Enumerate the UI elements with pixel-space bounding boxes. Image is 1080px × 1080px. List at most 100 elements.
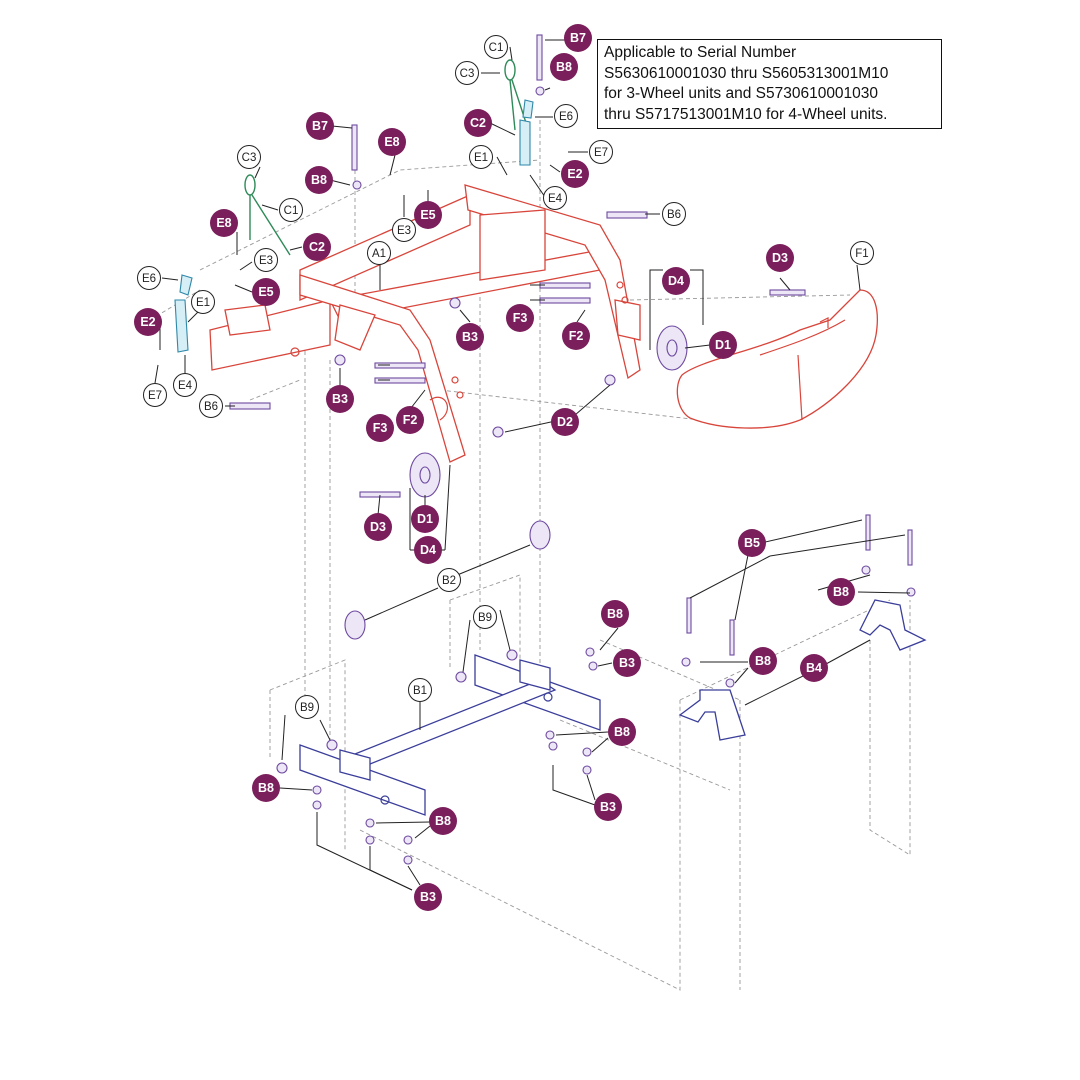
- callout-c1: C1: [279, 198, 303, 222]
- callout-b1: B1: [408, 678, 432, 702]
- svg-text:B3: B3: [332, 392, 348, 406]
- callout-e8: E8: [210, 209, 238, 237]
- svg-text:B6: B6: [204, 401, 218, 413]
- note-line: Applicable to Serial Number: [604, 44, 797, 61]
- callout-d3: D3: [766, 244, 794, 272]
- callout-b5: B5: [738, 529, 766, 557]
- callout-b8: B8: [601, 600, 629, 628]
- svg-text:C1: C1: [284, 205, 299, 217]
- svg-text:E1: E1: [474, 152, 488, 164]
- note-line: thru S5717513001M10 for 4-Wheel units.: [604, 105, 888, 123]
- svg-text:B8: B8: [556, 60, 572, 74]
- callout-e7: E7: [143, 383, 167, 407]
- callout-f1: F1: [850, 241, 874, 265]
- callout-b8: B8: [429, 807, 457, 835]
- callout-b8: B8: [827, 578, 855, 606]
- callout-e5: E5: [252, 278, 280, 306]
- callout-f2: F2: [562, 322, 590, 350]
- callout-b8: B8: [252, 774, 280, 802]
- callout-e8: E8: [378, 128, 406, 156]
- callout-e4: E4: [543, 186, 567, 210]
- hardware-parts: [229, 34, 916, 865]
- svg-text:E5: E5: [420, 208, 435, 222]
- callout-b3: B3: [613, 649, 641, 677]
- svg-text:F2: F2: [569, 329, 584, 343]
- callout-d1: D1: [709, 331, 737, 359]
- svg-text:B8: B8: [435, 814, 451, 828]
- callout-b6: B6: [662, 202, 686, 226]
- svg-text:D4: D4: [668, 274, 684, 288]
- callout-b8: B8: [550, 53, 578, 81]
- callout-e1: E1: [469, 145, 493, 169]
- svg-text:B8: B8: [311, 173, 327, 187]
- main-frame-a1: [209, 184, 641, 463]
- dark-callouts: B7 B8 C2 E2 B7 B8 E8 E5 E8 C2 E5 E2 D3 D…: [134, 24, 855, 911]
- svg-text:F3: F3: [513, 311, 528, 325]
- svg-text:E1: E1: [196, 297, 210, 309]
- svg-text:D2: D2: [557, 415, 573, 429]
- svg-text:E2: E2: [567, 167, 582, 181]
- svg-text:E5: E5: [258, 285, 273, 299]
- svg-text:E6: E6: [142, 273, 156, 285]
- mounting-brackets-b4: [678, 599, 927, 741]
- svg-text:E7: E7: [594, 147, 608, 159]
- svg-text:D3: D3: [772, 251, 788, 265]
- callout-b8: B8: [749, 647, 777, 675]
- callout-d3: D3: [364, 513, 392, 541]
- callout-f2: F2: [396, 406, 424, 434]
- svg-text:B9: B9: [300, 702, 314, 714]
- svg-text:A1: A1: [372, 248, 386, 260]
- light-callouts: C1 C3 E6 E1 E7 E4 B6 C3 C1 E3 A1 E3 E6 E…: [137, 35, 874, 719]
- svg-text:E7: E7: [148, 390, 162, 402]
- svg-text:E3: E3: [259, 255, 273, 267]
- callout-b9: B9: [295, 695, 319, 719]
- svg-text:B7: B7: [570, 31, 586, 45]
- callout-e6: E6: [554, 104, 578, 128]
- callout-e3: E3: [254, 248, 278, 272]
- callout-e7: E7: [589, 140, 613, 164]
- callout-d2: D2: [551, 408, 579, 436]
- callout-b3: B3: [414, 883, 442, 911]
- callout-e5: E5: [414, 201, 442, 229]
- svg-text:D1: D1: [417, 512, 433, 526]
- callout-e1: E1: [191, 290, 215, 314]
- svg-text:D4: D4: [420, 543, 436, 557]
- svg-text:C3: C3: [242, 152, 257, 164]
- callout-e4: E4: [173, 373, 197, 397]
- svg-text:C3: C3: [460, 68, 475, 80]
- svg-text:C1: C1: [489, 42, 504, 54]
- svg-text:B3: B3: [462, 330, 478, 344]
- callout-b2: B2: [437, 568, 461, 592]
- svg-text:E4: E4: [178, 380, 193, 392]
- callout-e2: E2: [561, 160, 589, 188]
- callout-b8: B8: [608, 718, 636, 746]
- svg-text:B2: B2: [442, 575, 456, 587]
- callout-d4: D4: [414, 536, 442, 564]
- svg-text:E2: E2: [140, 315, 155, 329]
- callout-b9: B9: [473, 605, 497, 629]
- svg-text:E8: E8: [384, 135, 399, 149]
- svg-text:B1: B1: [413, 685, 427, 697]
- assembly-guide-lines: [149, 120, 911, 991]
- callout-e6: E6: [137, 266, 161, 290]
- callout-e3: E3: [392, 218, 416, 242]
- svg-text:B3: B3: [420, 890, 436, 904]
- svg-text:F3: F3: [373, 421, 388, 435]
- svg-text:D1: D1: [715, 338, 731, 352]
- callout-c2: C2: [303, 233, 331, 261]
- svg-text:B6: B6: [667, 209, 681, 221]
- svg-text:E8: E8: [216, 216, 231, 230]
- svg-text:B4: B4: [806, 661, 822, 675]
- svg-text:B3: B3: [619, 656, 635, 670]
- svg-text:B8: B8: [614, 725, 630, 739]
- clip-pins-c1-c3: [244, 59, 531, 256]
- callout-e2: E2: [134, 308, 162, 336]
- svg-text:B3: B3: [600, 800, 616, 814]
- svg-text:C2: C2: [470, 116, 486, 130]
- callout-b7: B7: [564, 24, 592, 52]
- svg-text:D3: D3: [370, 520, 386, 534]
- callout-c3: C3: [455, 61, 479, 85]
- note-line: for 3-Wheel units and S5730610001030: [604, 85, 879, 102]
- svg-text:F1: F1: [855, 248, 868, 260]
